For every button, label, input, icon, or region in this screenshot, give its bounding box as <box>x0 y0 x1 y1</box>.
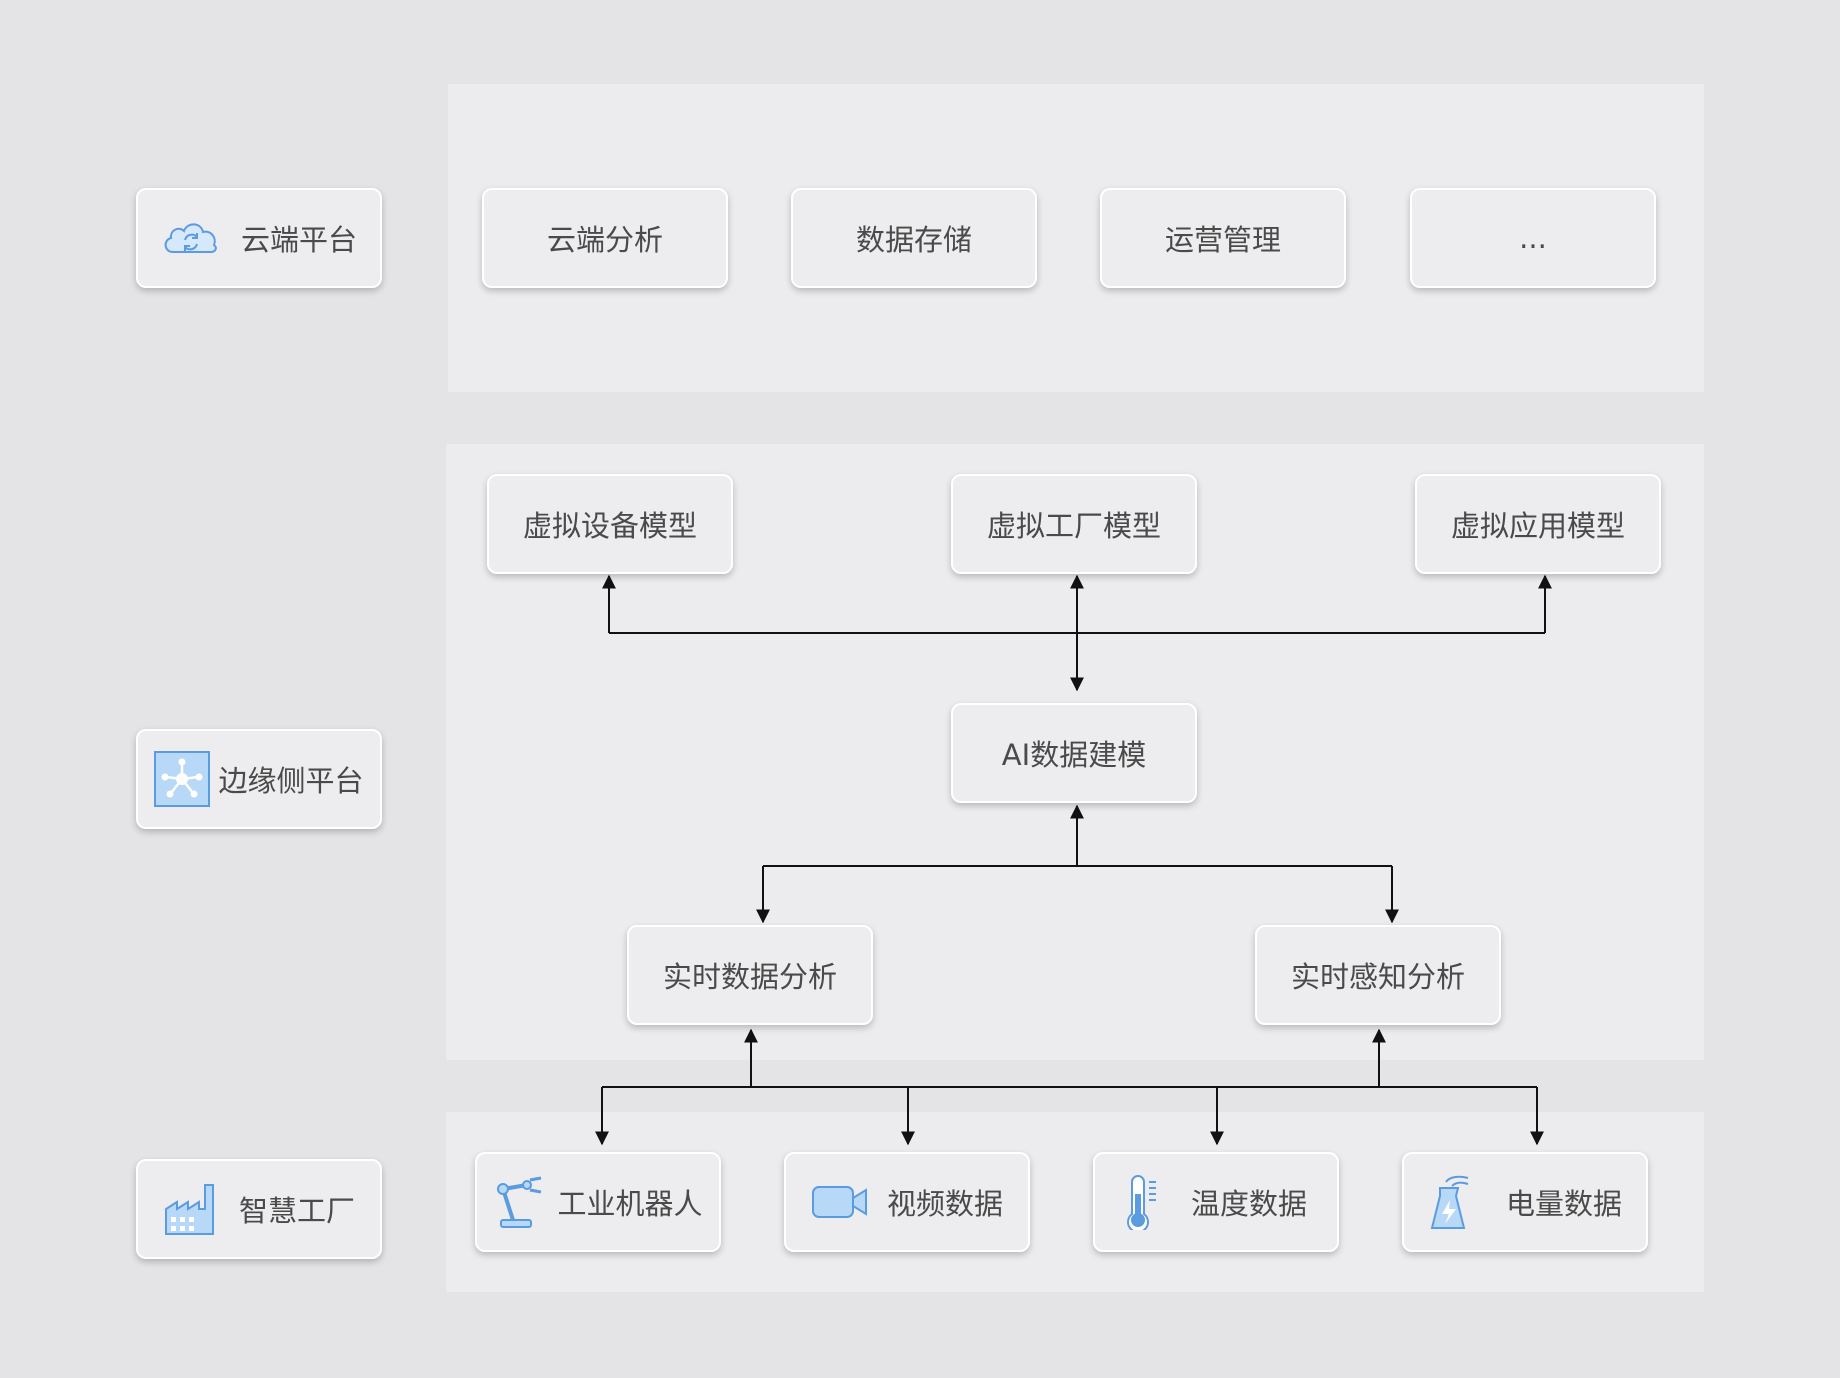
operations-management-node: 运营管理 <box>1100 188 1346 288</box>
edge-platform-text: 边缘侧平台 <box>218 764 364 798</box>
video-data-node: 视频数据 <box>784 1152 1030 1252</box>
realtime-perception-analysis-node: 实时感知分析 <box>1255 925 1501 1025</box>
video-camera-icon <box>811 1182 869 1222</box>
realtime-data-analysis-node: 实时数据分析 <box>627 925 873 1025</box>
industrial-robot-node: 工业机器人 <box>475 1152 721 1252</box>
more-services-node: ... <box>1410 188 1656 288</box>
temperature-data-node: 温度数据 <box>1093 1152 1339 1252</box>
edge-platform-label: 边缘侧平台 <box>136 729 382 829</box>
cloud-analysis-node: 云端分析 <box>482 188 728 288</box>
power-plant-icon <box>1428 1174 1472 1230</box>
data-storage-node: 数据存储 <box>791 188 1037 288</box>
factory-icon <box>163 1181 219 1237</box>
smart-factory-text: 智慧工厂 <box>238 1194 355 1228</box>
virtual-device-model-node: 虚拟设备模型 <box>487 474 733 574</box>
virtual-factory-model-node: 虚拟工厂模型 <box>951 474 1197 574</box>
cloud-sync-icon <box>161 218 221 258</box>
power-data-text: 电量数据 <box>1505 1187 1622 1221</box>
virtual-application-model-node: 虚拟应用模型 <box>1415 474 1661 574</box>
network-hub-icon <box>154 751 211 807</box>
smart-factory-label: 智慧工厂 <box>136 1159 382 1259</box>
robot-arm-icon <box>493 1175 547 1229</box>
ai-data-modeling-node: AI数据建模 <box>951 703 1197 803</box>
temperature-data-text: 温度数据 <box>1190 1187 1307 1221</box>
cloud-platform-label: 云端平台 <box>136 188 382 288</box>
power-data-node: 电量数据 <box>1402 1152 1648 1252</box>
thermometer-icon <box>1125 1174 1159 1230</box>
cloud-platform-text: 云端平台 <box>240 223 357 257</box>
video-data-text: 视频数据 <box>886 1187 1003 1221</box>
industrial-robot-text: 工业机器人 <box>557 1187 703 1221</box>
